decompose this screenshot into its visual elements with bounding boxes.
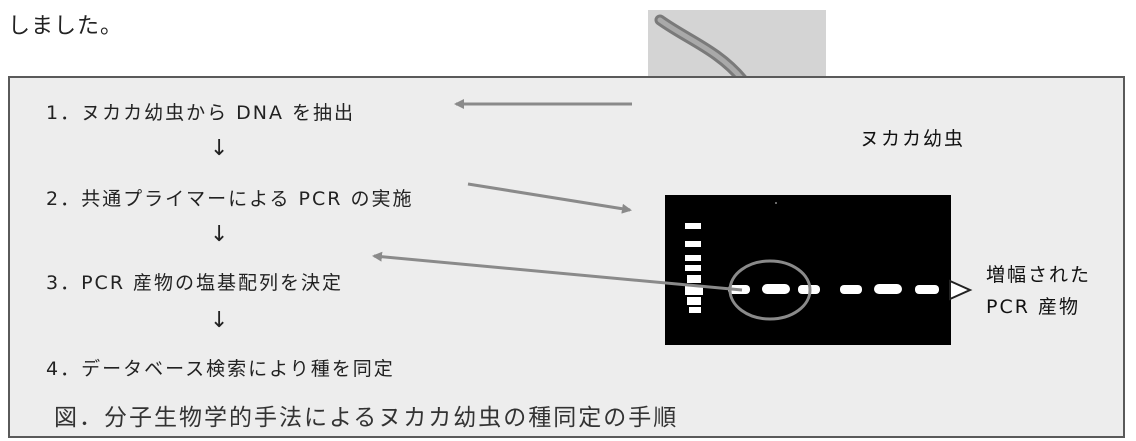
- step-1: 1．ヌカカ幼虫から DNA を抽出: [46, 102, 356, 124]
- down-arrow-2: ↓: [210, 222, 229, 247]
- gel-photo: [665, 195, 951, 345]
- gel-image: [665, 195, 951, 345]
- step-3: 3．PCR 産物の塩基配列を決定: [46, 272, 344, 294]
- arrow-gel-to-step3: [372, 251, 743, 292]
- band-pointer-triangle: [949, 279, 973, 301]
- step-4: 4．データベース検索により種を同定: [46, 358, 395, 380]
- down-arrow-1: ↓: [210, 136, 229, 161]
- figure-caption: 図．分子生物学的手法によるヌカカ幼虫の種同定の手順: [54, 405, 679, 431]
- arrow-step2-to-gel: [467, 182, 632, 214]
- product-label-line1: 増幅された: [986, 264, 1092, 286]
- band-highlight-circle: [728, 259, 812, 321]
- lead-text: しました。: [8, 14, 124, 39]
- step-2: 2．共通プライマーによる PCR の実施: [46, 188, 414, 210]
- down-arrow-3: ↓: [210, 308, 229, 333]
- product-label-line2: PCR 産物: [986, 296, 1080, 318]
- larva-label: ヌカカ幼虫: [860, 128, 966, 150]
